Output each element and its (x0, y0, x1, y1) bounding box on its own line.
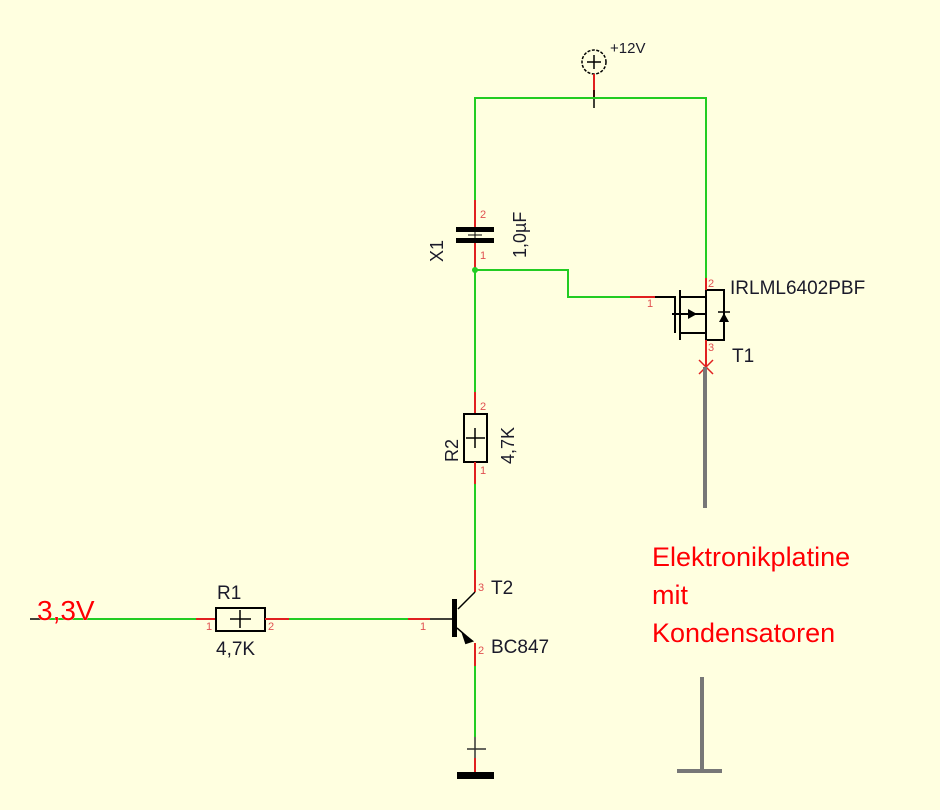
mosfet-value: IRLML6402PBF (730, 278, 865, 299)
wire-gate (475, 269, 630, 298)
cap-value: 1,0µF (510, 212, 530, 258)
bjt-value: BC847 (491, 637, 549, 658)
r1-pin1-num: 1 (206, 621, 212, 633)
bjt-emitter-arrow (461, 631, 475, 645)
bjt-pin3-num: 3 (478, 582, 484, 594)
annotation-line-1: Elektronikplatine (652, 542, 850, 572)
r2-pin2-num: 2 (480, 401, 486, 413)
cap-pin1-num: 1 (480, 250, 486, 262)
capacitor-x1: 2 1 X1 1,0µF (427, 200, 530, 270)
bjt-t2: 3 2 1 T2 BC847 (408, 570, 549, 666)
board-annotation: Elektronikplatine mit Kondensatoren (652, 542, 851, 649)
supply-label: +12V (610, 40, 645, 57)
mosfet-ref: T1 (732, 346, 754, 367)
bjt-pin1-num: 1 (420, 621, 426, 633)
r2-ref: R2 (442, 439, 462, 462)
cap-plate-bottom (456, 238, 494, 243)
cap-pin2-num: 2 (480, 209, 486, 221)
r1-ref: R1 (217, 583, 241, 604)
r1-pin2-num: 2 (268, 621, 274, 633)
ground-icon (457, 772, 494, 779)
bjt-pin2-num: 2 (478, 645, 484, 657)
annotation-line-2: mit (652, 580, 688, 610)
ground (457, 737, 494, 779)
mosfet-t1: 1 2 3 IRLML6402PBF T1 (630, 278, 865, 375)
wire-12v-rail (474, 97, 707, 278)
bjt-base-bar (452, 599, 457, 637)
cap-plate-top (456, 227, 494, 232)
r2-pin1-num: 1 (480, 465, 486, 477)
mosfet-arrow (688, 309, 697, 319)
cap-ref: X1 (427, 240, 447, 262)
resistor-r2: 2 1 R2 4,7K (442, 392, 518, 484)
annotation-line-3: Kondensatoren (652, 618, 835, 648)
bjt-ref: T2 (491, 578, 513, 599)
r2-value: 4,7K (498, 427, 518, 464)
mosfet-pin2-num: 2 (708, 278, 714, 290)
mosfet-pin3-num: 3 (708, 342, 714, 354)
mosfet-pin1-num: 1 (647, 298, 653, 310)
body-diode-icon (719, 313, 729, 322)
r1-value: 4,7K (216, 639, 255, 660)
resistor-r1: 1 2 R1 4,7K (196, 583, 289, 660)
input-voltage-label: 3,3V (37, 595, 95, 626)
